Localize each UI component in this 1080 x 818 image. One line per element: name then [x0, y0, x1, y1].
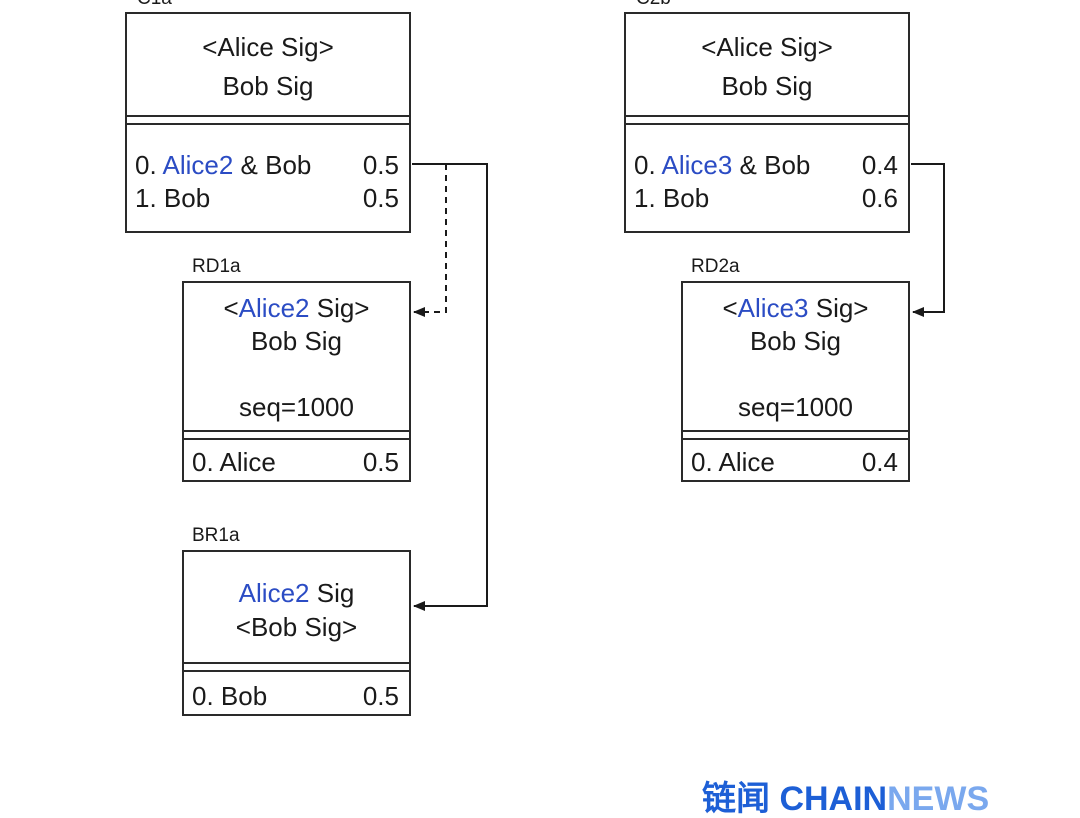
output-key-rest: & Bob: [732, 150, 811, 180]
arrow-c1a-to-rd1a: [413, 164, 447, 317]
tx-output-row: 0. Bob 0.5: [192, 680, 399, 713]
tx-label-rd1a: RD1a: [192, 256, 241, 277]
tx-sig-line-2: Bob Sig: [721, 71, 813, 101]
brand-watermark: 链闻 CHAINNEWS: [702, 782, 989, 816]
sig-rest: Sig: [309, 578, 355, 608]
arrow-c2b-to-rd2a: [911, 163, 945, 317]
sig-open: <: [722, 293, 738, 323]
output-amount: 0.5: [362, 150, 399, 180]
sig-close: Sig>: [309, 293, 370, 323]
output-key-alice2: Alice2: [162, 150, 234, 180]
tx-output-row: 1. Bob 0.5: [135, 182, 399, 215]
tx-label-br1a: BR1a: [192, 525, 240, 546]
output-text: 0. Bob: [192, 681, 268, 711]
output-key-alice3: Alice3: [661, 150, 733, 180]
tx-box-c1a: <Alice Sig> Bob Sig 0. Alice2 & Bob 0.5 …: [125, 12, 411, 233]
output-amount: 0.4: [861, 150, 898, 180]
tx-sig-line-1: <Alice3 Sig>: [683, 291, 908, 325]
tx-sig-line-1: <Alice Sig>: [701, 32, 833, 62]
tx-sig-line-2: Bob Sig: [250, 326, 343, 356]
brand-cn-text: 链闻: [702, 780, 770, 818]
output-amount: 0.6: [861, 183, 898, 213]
tx-divider: [184, 430, 409, 440]
output-key-rest: Bob: [163, 183, 211, 213]
output-key-rest: Bob: [662, 183, 710, 213]
output-amount: 0.5: [362, 183, 399, 213]
tx-label-rd2a: RD2a: [691, 256, 740, 277]
tx-sig-line-1: <Alice Sig>: [202, 32, 334, 62]
output-amount: 0.5: [362, 447, 399, 477]
tx-sig-line-2: Bob Sig: [222, 71, 314, 101]
tx-output-row: 0. Alice 0.5: [192, 446, 399, 479]
tx-sig-line-2: Bob Sig: [749, 326, 842, 356]
output-key-rest: & Bob: [233, 150, 312, 180]
tx-divider: [127, 115, 409, 125]
tx-output-row: 1. Bob 0.6: [634, 182, 898, 215]
output-amount: 0.5: [362, 681, 399, 711]
sig-open: <: [223, 293, 239, 323]
tx-box-c2b: <Alice Sig> Bob Sig 0. Alice3 & Bob 0.4 …: [624, 12, 910, 233]
brand-chain-text: CHAIN: [779, 780, 888, 818]
tx-output-row: 0. Alice2 & Bob 0.5: [135, 149, 399, 182]
tx-box-rd2a: <Alice3 Sig> Bob Sig seq=1000 0. Alice 0…: [681, 281, 910, 482]
tx-output-row: 0. Alice 0.4: [691, 446, 898, 479]
tx-label-c2b: C2b: [636, 0, 671, 10]
tx-sig-line-1: <Alice2 Sig>: [184, 291, 409, 325]
tx-sig-line-2: <Bob Sig>: [235, 612, 358, 642]
sig-key-alice2: Alice2: [238, 578, 310, 608]
output-text: 0. Alice: [192, 447, 276, 477]
brand-news-text: NEWS: [887, 780, 990, 818]
output-index: 1.: [634, 183, 663, 213]
sig-key-alice2: Alice2: [238, 293, 310, 323]
output-index: 1.: [135, 183, 164, 213]
output-index: 0.: [634, 150, 662, 180]
arrow-c1a-to-br1a: [412, 163, 488, 611]
sig-key-alice3: Alice3: [737, 293, 809, 323]
tx-divider: [626, 115, 908, 125]
tx-divider: [683, 430, 908, 440]
tx-sig-line-1: Alice2 Sig: [184, 576, 409, 610]
tx-divider: [184, 662, 409, 672]
tx-box-rd1a: <Alice2 Sig> Bob Sig seq=1000 0. Alice 0…: [182, 281, 411, 482]
tx-output-row: 0. Alice3 & Bob 0.4: [634, 149, 898, 182]
sig-close: Sig>: [808, 293, 869, 323]
output-amount: 0.4: [861, 447, 898, 477]
tx-box-br1a: Alice2 Sig <Bob Sig> 0. Bob 0.5: [182, 550, 411, 716]
tx-sequence: seq=1000: [738, 392, 853, 422]
tx-sequence: seq=1000: [239, 392, 354, 422]
output-text: 0. Alice: [691, 447, 775, 477]
tx-label-c1a: C1a: [137, 0, 172, 10]
output-index: 0.: [135, 150, 163, 180]
